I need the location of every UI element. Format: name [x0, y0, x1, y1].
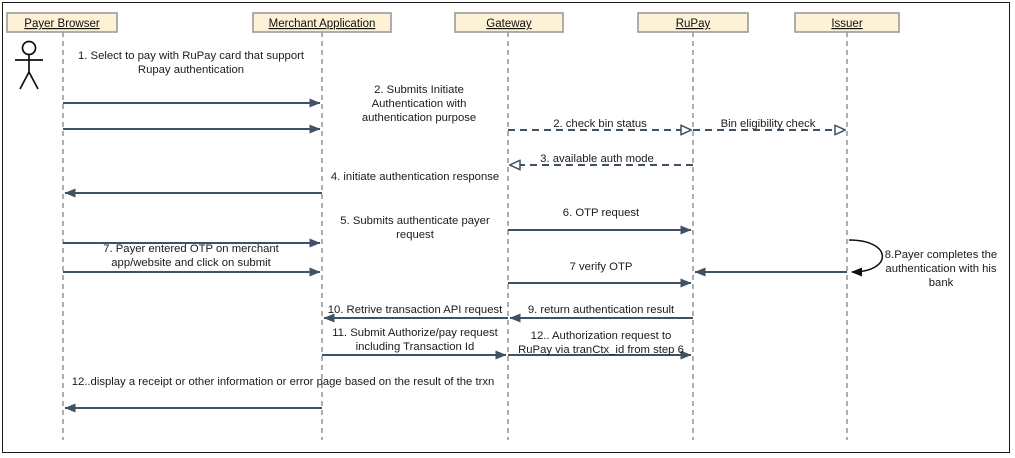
message-10[interactable]: 10. Retrive transaction API request — [323, 304, 508, 323]
message-1[interactable]: 1. Select to pay with RuPay card that su… — [63, 50, 321, 108]
message-label-2b: 2. check bin status — [553, 118, 647, 130]
message-label-2: Authentication with — [372, 98, 467, 110]
message-label-2: authentication purpose — [362, 112, 476, 124]
message-label-2: 2. Submits Initiate — [374, 84, 464, 96]
lifeline-header-merchant[interactable]: Merchant Application — [252, 12, 392, 33]
messages-group: 1. Select to pay with RuPay card that su… — [63, 50, 997, 413]
message-label-12: 12.. Authorization request to — [531, 330, 672, 342]
message-12[interactable]: 12.. Authorization request to RuPay via t… — [508, 330, 692, 360]
message-label-11: 11. Submit Authorize/pay request — [332, 327, 498, 339]
message-label-7: app/website and click on submit — [111, 257, 271, 269]
message-label-7: 7. Payer entered OTP on merchant — [103, 243, 279, 255]
message-3[interactable]: 3. available auth mode — [510, 153, 693, 165]
message-11[interactable]: 11. Submit Authorize/pay request includin… — [322, 327, 507, 360]
diagram-frame — [2, 2, 1010, 453]
lifelines-group: Payer Browser Merchant Application Gateway… — [6, 12, 900, 440]
message-label-11: including Transaction Id — [356, 341, 475, 353]
lifeline-label-payer: Payer Browser — [24, 18, 100, 30]
message-label-10: 10. Retrive transaction API request — [328, 304, 503, 316]
lifeline-label-issuer: Issuer — [831, 18, 862, 30]
message-8[interactable]: 8.Payer completes the authentication with… — [848, 239, 997, 289]
message-9[interactable]: 9. return authentication result — [509, 304, 693, 323]
lifeline-label-merchant: Merchant Application — [269, 18, 376, 30]
lifeline-header-payer[interactable]: Payer Browser — [6, 12, 118, 33]
message-5[interactable]: 5. Submits authenticate payer request — [63, 215, 490, 248]
message-2b[interactable]: 2. check bin status — [508, 118, 691, 130]
message-label-4: 4. initiate authentication response — [331, 171, 499, 183]
message-label-8: authentication with his — [885, 263, 997, 275]
message-label-9: 9. return authentication result — [528, 304, 675, 316]
message-label-5: 5. Submits authenticate payer — [340, 215, 490, 227]
lifeline-label-rupay: RuPay — [676, 18, 711, 30]
message-label-8: bank — [929, 277, 954, 289]
message-label-5: request — [396, 229, 435, 241]
message-label-12b: 12..display a receipt or other informati… — [72, 376, 495, 388]
message-label-2c: Bin eligibility check — [721, 118, 816, 130]
actor-icon-payer — [15, 40, 43, 90]
message-label-7b: 7 verify OTP — [570, 261, 633, 273]
message-7b[interactable]: 7 verify OTP — [508, 261, 692, 288]
message-2c[interactable]: Bin eligibility check — [693, 118, 845, 130]
message-label-3: 3. available auth mode — [540, 153, 654, 165]
lifeline-header-rupay[interactable]: RuPay — [637, 12, 749, 33]
lifeline-label-gateway: Gateway — [486, 18, 532, 30]
message-12b[interactable]: 12..display a receipt or other informati… — [64, 376, 495, 413]
self-loop-arc-8 — [848, 239, 883, 277]
message-6[interactable]: 6. OTP request — [508, 207, 692, 235]
lifeline-header-gateway[interactable]: Gateway — [454, 12, 564, 33]
message-label-8: 8.Payer completes the — [885, 249, 997, 261]
message-label-6: 6. OTP request — [563, 207, 640, 219]
message-7[interactable]: 7. Payer entered OTP on merchant app/webs… — [63, 243, 321, 277]
message-label-1: Rupay authentication — [138, 64, 244, 76]
lifeline-header-issuer[interactable]: Issuer — [794, 12, 900, 33]
message-4[interactable]: 4. initiate authentication response — [64, 171, 499, 198]
message-label-12: RuPay via tranCtx_id from step 6 — [518, 344, 684, 356]
message-label-1: 1. Select to pay with RuPay card that su… — [78, 50, 305, 62]
